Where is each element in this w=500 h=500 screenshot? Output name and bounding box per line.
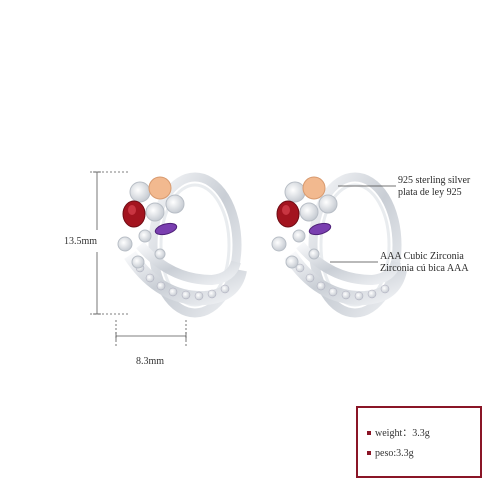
stone-label-es: Zirconia cú bica AAA	[380, 263, 469, 274]
spec-box: weight：3.3g peso:3.3g	[356, 406, 482, 478]
cz-row-left	[135, 263, 230, 301]
stone-label-en: AAA Cubic Zirconia	[380, 251, 464, 262]
height-label: 13.5mm	[64, 236, 98, 247]
weight-row: weight：3.3g	[367, 424, 430, 439]
bullet-icon	[367, 450, 371, 455]
material-label-en: 925 sterling silver	[398, 175, 471, 186]
flower-cluster-left	[117, 176, 185, 269]
width-label: 8.3mm	[136, 356, 165, 367]
width-dimension	[115, 320, 187, 346]
peso-row: peso:3.3g	[367, 448, 414, 459]
left-earring	[117, 172, 247, 318]
cz-row-right	[295, 263, 390, 301]
bullet-icon	[367, 430, 371, 435]
peso-value: peso:3.3g	[375, 448, 414, 459]
material-label-es: plata de ley 925	[398, 187, 462, 198]
weight-value: weight：3.3g	[375, 428, 430, 439]
callout-lines	[330, 185, 396, 263]
flower-cluster-right	[271, 176, 338, 269]
height-dimension	[90, 171, 128, 315]
right-earring	[271, 172, 407, 318]
